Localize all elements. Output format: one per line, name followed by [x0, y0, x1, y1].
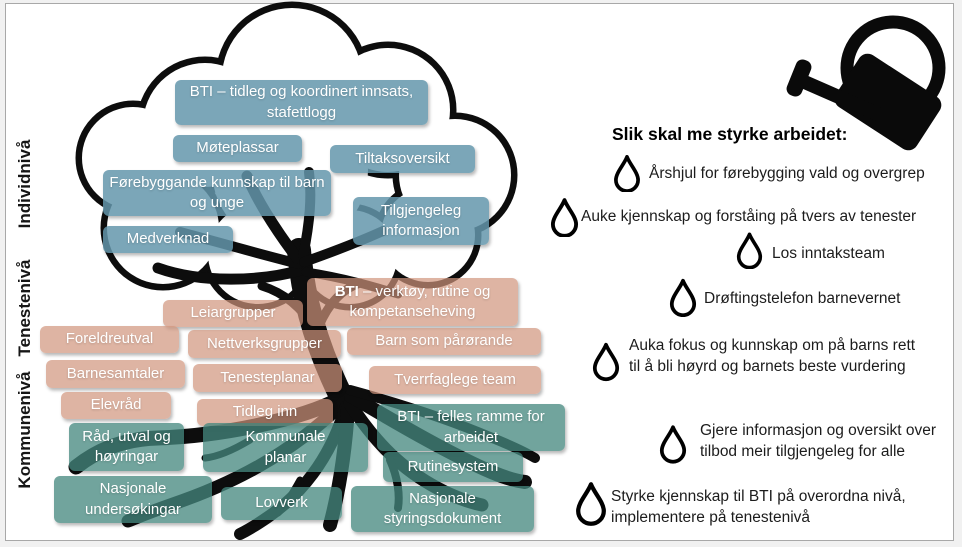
box-barn-parorande: Barn som pårørande: [347, 328, 541, 355]
water-drop-icon: [576, 482, 606, 526]
right-panel-item: Gjere informasjon og oversikt over tilbo…: [700, 422, 937, 460]
box-bti-felles: BTI – felles ramme for arbeidet: [377, 404, 565, 451]
right-panel-item: Auka fokus og kunnskap om på barns rett …: [629, 337, 916, 375]
water-drop-icon: [736, 232, 763, 269]
box-foreldreutval: Foreldreutval: [40, 326, 179, 353]
box-tilgjengeleg: Tilgjengeleg informasjon: [353, 197, 489, 245]
level-label-individniva: Individnivå: [15, 139, 34, 229]
box-bti-tidleg: BTI – tidleg og koordinert innsats, staf…: [175, 80, 428, 125]
box-kommunale-planar-label: Kommunale planar: [245, 428, 326, 466]
box-bti-verktoy-label: BTI – verktøy, rutine og kompetansehevin…: [334, 282, 491, 320]
box-elevrad: Elevråd: [61, 392, 171, 419]
box-tverrfaglege: Tverrfaglege team: [369, 366, 541, 394]
box-nettverksgrupper: Nettverksgrupper: [188, 330, 341, 358]
box-leiargrupper: Leiargrupper: [163, 300, 303, 327]
right-panel-item: Drøftingstelefon barnevernet: [704, 290, 901, 307]
box-medverknad: Medverknad: [103, 226, 233, 253]
box-bti-verktoy: BTI – verktøy, rutine og kompetansehevin…: [307, 278, 518, 326]
box-tiltaksoversikt: Tiltaksoversikt: [330, 145, 475, 173]
watering-can-icon: [786, 15, 946, 151]
box-lovverk: Lovverk: [221, 487, 342, 520]
box-forebyggande: Førebyggande kunnskap til barn og unge: [103, 170, 331, 216]
water-drop-icon: [550, 198, 579, 237]
level-label-tenesteniva: Tenestenivå: [15, 259, 34, 357]
box-barnesamtaler: Barnesamtaler: [46, 360, 185, 388]
right-panel-title: Slik skal me styrke arbeidet:: [612, 124, 848, 144]
right-panel-item: Auke kjennskap og forståing på tvers av …: [581, 208, 917, 225]
box-moteplassar: Møteplassar: [173, 135, 302, 162]
box-tenesteplanar: Tenesteplanar: [193, 364, 342, 392]
box-rutinesystem: Rutinesystem: [383, 452, 523, 482]
box-kommunale-planar: Kommunale planar: [203, 423, 368, 472]
water-drop-icon: [659, 425, 687, 464]
box-rad-utval: Råd, utval og høyringar: [69, 423, 184, 471]
box-tidleg-inn: Tidleg inn: [197, 399, 333, 426]
water-drop-icon: [614, 155, 640, 192]
right-panel-item: Årshjul for førebygging vald og overgrep: [649, 165, 925, 182]
water-drop-icon: [669, 278, 697, 317]
water-drop-icon: [592, 342, 620, 382]
level-label-kommuneniva: Kommunenivå: [15, 371, 34, 489]
box-nasjonale-undersokingar: Nasjonale undersøkingar: [54, 476, 212, 523]
right-panel-item: Los inntaksteam: [772, 245, 885, 262]
box-nasjonale-styringsdokument: Nasjonale styringsdokument: [351, 486, 534, 532]
right-panel-item: Styrke kjennskap til BTI på overordna ni…: [611, 488, 906, 526]
